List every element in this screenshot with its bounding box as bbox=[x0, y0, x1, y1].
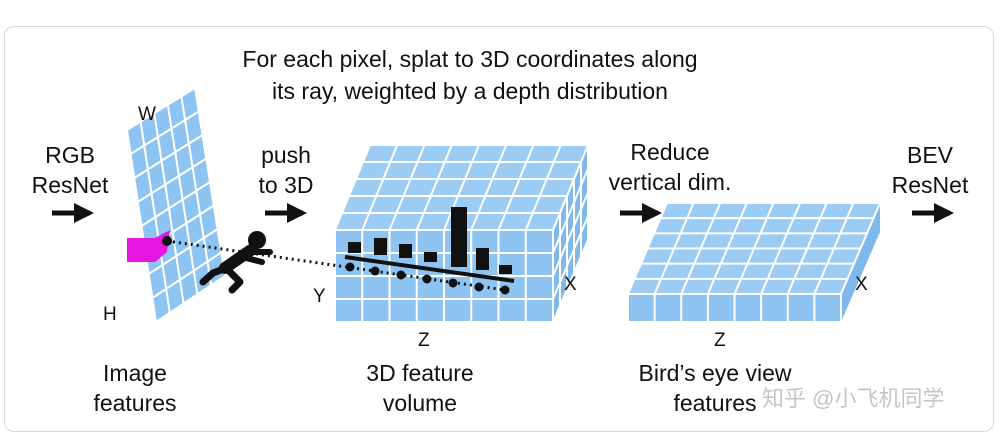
depth-bar bbox=[499, 265, 512, 274]
image-features-line-1: Image bbox=[103, 360, 167, 386]
feature-volume-cube bbox=[334, 144, 589, 323]
volume-line-1: 3D feature bbox=[366, 360, 474, 386]
bev-resnet-line-1: BEV bbox=[906, 142, 954, 168]
depth-bar bbox=[476, 248, 489, 270]
bev-features-line-1: Bird’s eye view bbox=[638, 360, 792, 386]
push-line-2: to 3D bbox=[258, 172, 314, 198]
bev-axis-x: X bbox=[855, 274, 868, 295]
bev-features-label: Bird’s eye view features bbox=[630, 358, 800, 418]
image-features-line-2: features bbox=[93, 390, 177, 416]
diagram-frame bbox=[4, 26, 994, 432]
depth-bar bbox=[374, 238, 387, 255]
bev-resnet-label: BEV ResNet bbox=[880, 140, 980, 200]
rgb-resnet-line-2: ResNet bbox=[31, 172, 109, 198]
depth-bar bbox=[399, 244, 412, 258]
bev-resnet-line-2: ResNet bbox=[891, 172, 969, 198]
bev-feature-plane bbox=[627, 202, 881, 323]
highlighted-pixel bbox=[127, 230, 170, 262]
depth-distribution bbox=[344, 207, 515, 283]
push-to-3d-label: push to 3D bbox=[236, 140, 336, 200]
rgb-resnet-label: RGB ResNet bbox=[20, 140, 120, 200]
depth-bar bbox=[451, 207, 467, 267]
depth-baseline bbox=[344, 255, 515, 283]
volume-label: 3D feature volume bbox=[340, 358, 500, 418]
volume-line-2: volume bbox=[382, 390, 458, 416]
camera-ray bbox=[162, 236, 510, 295]
bev-features-line-2: features bbox=[673, 390, 757, 416]
depth-bar bbox=[424, 252, 437, 262]
reduce-vertical-label: Reduce vertical dim. bbox=[590, 137, 750, 197]
volume-axis-x: X bbox=[564, 274, 577, 295]
depth-bar bbox=[348, 242, 361, 253]
caption-line-2: its ray, weighted by a depth distributio… bbox=[272, 78, 668, 104]
caption-line-1: For each pixel, splat to 3D coordinates … bbox=[242, 46, 698, 72]
volume-axis-y: Y bbox=[313, 286, 326, 307]
image-axis-w: W bbox=[138, 104, 156, 125]
push-line-1: push bbox=[261, 142, 311, 168]
image-axis-h: H bbox=[103, 304, 117, 325]
bev-axis-z: Z bbox=[714, 330, 726, 351]
image-feature-map bbox=[126, 87, 226, 323]
rgb-resnet-line-1: RGB bbox=[45, 142, 95, 168]
image-features-label: Image features bbox=[70, 358, 200, 418]
watermark-text: 知乎 @小飞机同学 bbox=[762, 386, 945, 411]
reduce-line-2: vertical dim. bbox=[608, 169, 732, 195]
volume-axis-z: Z bbox=[418, 330, 430, 351]
reduce-line-1: Reduce bbox=[630, 139, 710, 165]
pushing-person-icon bbox=[199, 231, 273, 294]
